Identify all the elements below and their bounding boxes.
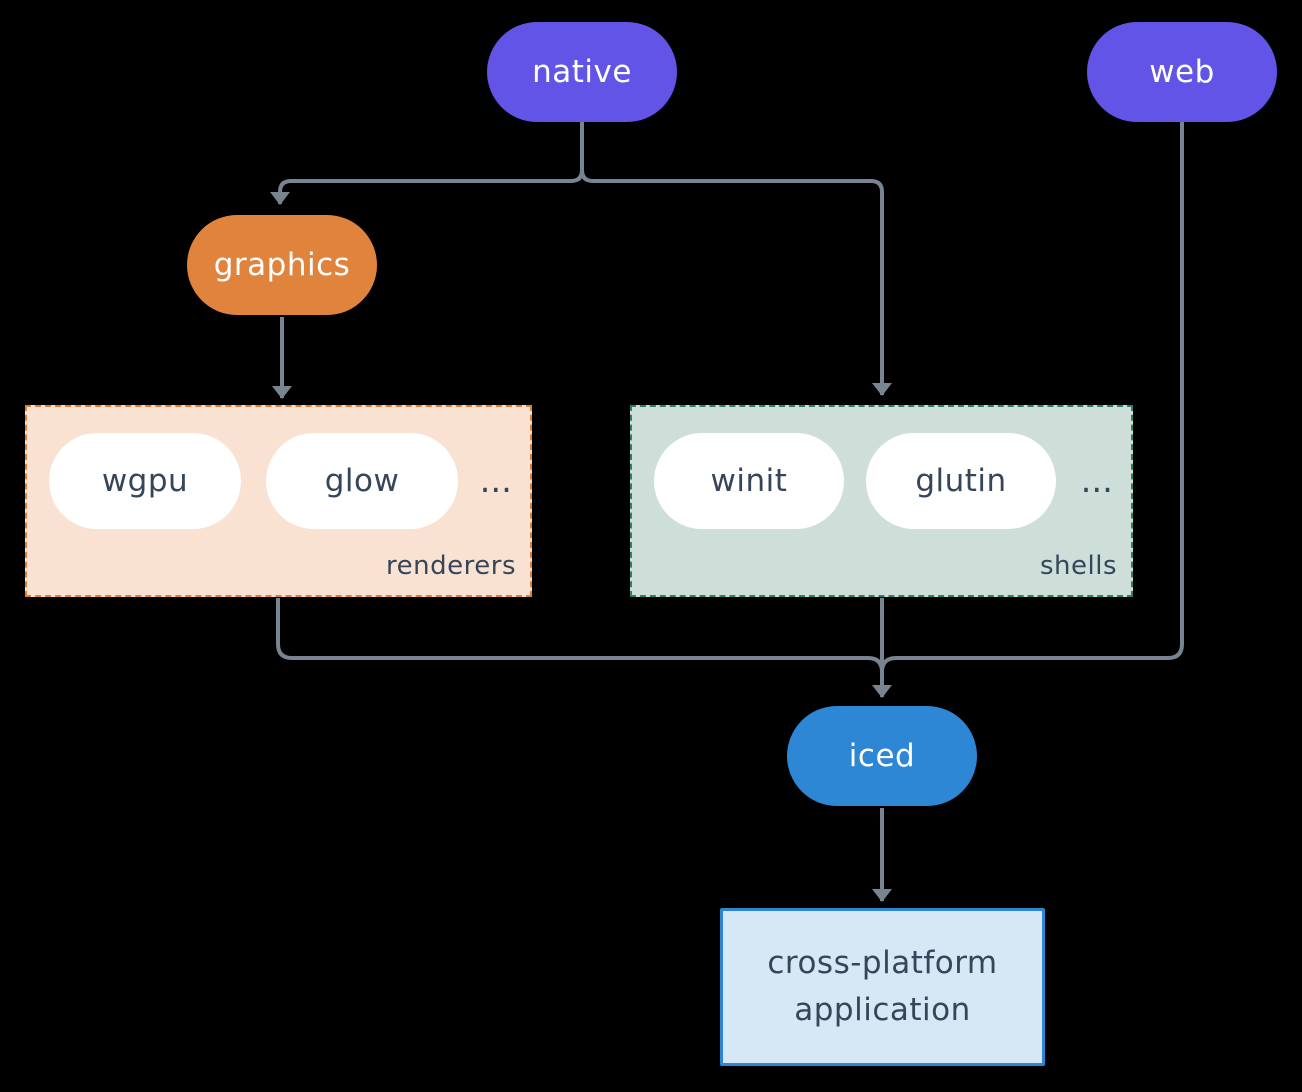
node-web: web — [1087, 22, 1277, 122]
shells-ellipsis: ... — [1080, 461, 1113, 501]
group-renderers: wgpu glow ... renderers — [25, 405, 532, 597]
node-wgpu-label: wgpu — [101, 463, 189, 499]
edge-renderers-to-junction — [276, 598, 884, 673]
node-glutin-label: glutin — [915, 463, 1007, 499]
edge-native-to-graphics — [270, 122, 584, 205]
group-shells: winit glutin ... shells — [630, 405, 1133, 597]
renderers-ellipsis: ... — [479, 461, 512, 501]
app-label-line2: application — [794, 992, 971, 1028]
shells-group-label: shells — [1039, 551, 1117, 581]
node-graphics-label: graphics — [213, 247, 351, 283]
renderers-group-label: renderers — [386, 551, 516, 581]
node-cross-platform-application: cross-platform application — [720, 908, 1045, 1066]
node-native-label: native — [532, 54, 632, 90]
node-iced-label: iced — [848, 738, 916, 774]
edge-native-to-shells — [580, 169, 892, 396]
node-web-label: web — [1149, 54, 1215, 90]
node-glow: glow — [266, 433, 458, 529]
node-wgpu: wgpu — [49, 433, 241, 529]
node-winit: winit — [654, 433, 844, 529]
node-winit-label: winit — [710, 463, 788, 499]
node-graphics: graphics — [187, 215, 377, 315]
node-glow-label: glow — [324, 463, 400, 499]
node-native: native — [487, 22, 677, 122]
app-label-line1: cross-platform — [767, 945, 998, 981]
node-iced: iced — [787, 706, 977, 806]
node-glutin: glutin — [866, 433, 1056, 529]
